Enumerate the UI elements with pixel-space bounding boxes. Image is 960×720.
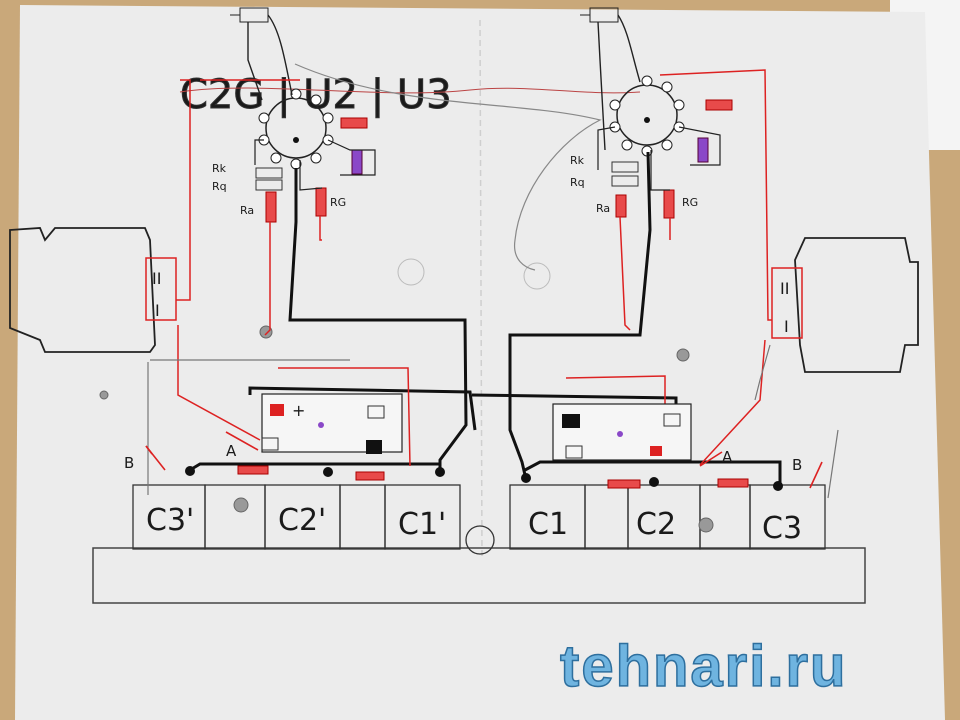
capacitor-c1p: C1': [384, 484, 461, 550]
resistor-icon: [340, 117, 368, 129]
resistor-icon: [315, 187, 327, 217]
capacitor-icon: [697, 137, 709, 163]
left-volume-pot: [230, 7, 293, 101]
resistor-label: RG: [682, 196, 698, 209]
right-rectifier-board: [552, 403, 692, 461]
resistor-label: Ra: [596, 202, 610, 215]
chassis-base: [92, 547, 866, 604]
rail-resistors: [237, 465, 749, 489]
capacitor-label: C3: [762, 511, 802, 546]
resistor-label: Rk: [212, 162, 227, 175]
right-volume-pot: [580, 7, 641, 151]
resistor-label: RG: [330, 196, 346, 209]
capacitor-icon: [351, 149, 363, 175]
switch-label: B: [124, 454, 134, 472]
transformer-winding-label: II: [780, 279, 789, 298]
selector-switch-arrows: [145, 431, 823, 489]
switch-label: A: [722, 448, 733, 466]
resistor-icon: [611, 175, 639, 187]
paper-sheet: [15, 5, 945, 720]
transformer-winding-label: I: [155, 301, 160, 320]
capacitor-label: C1: [528, 507, 568, 542]
resistor-label: Ra: [240, 204, 254, 217]
resistor-icon: [705, 99, 733, 111]
switch-label: B: [792, 456, 802, 474]
capacitor-c3: C3: [749, 484, 826, 550]
center-grommet: [465, 525, 495, 555]
capacitor-c3p: C3': [132, 484, 206, 550]
paper-fold-line: [479, 19, 483, 561]
right-tube-socket: [609, 75, 685, 157]
resistor-icon: [255, 167, 283, 179]
capacitor-label: C2': [278, 503, 326, 538]
capacitor-label: C3': [146, 503, 194, 538]
mounting-holes: [99, 325, 714, 533]
transformer-winding-label: II: [152, 269, 161, 288]
left-output-transformer: II I: [9, 227, 177, 353]
capacitor-label: C2: [636, 507, 676, 542]
resistor-label: Rq: [212, 180, 227, 193]
right-output-transformer: II I: [771, 237, 919, 373]
watermark-text: tehnari.ru: [560, 634, 848, 699]
svg-text:+: +: [292, 401, 305, 420]
switch-label: A: [226, 442, 237, 460]
signal-wires: [147, 344, 839, 499]
resistor-icon: [611, 161, 639, 173]
resistor-icon: [265, 191, 277, 223]
resistor-label: Rq: [570, 176, 585, 189]
resistor-icon: [255, 179, 283, 191]
chassis-hole: [523, 262, 551, 290]
capacitor-terminals: [185, 466, 783, 491]
socket-wiring: [254, 63, 721, 271]
left-rectifier-board: +: [261, 393, 403, 454]
scribble-wire: [179, 87, 641, 94]
transformer-winding-label: I: [784, 317, 789, 336]
chassis-hole: [397, 258, 425, 286]
resistor-icon: [663, 189, 675, 219]
capacitor-label: C1': [398, 507, 446, 542]
resistor-label: Rk: [570, 154, 585, 167]
resistor-icon: [615, 194, 627, 218]
capacitor-c2: C2: [627, 484, 701, 550]
